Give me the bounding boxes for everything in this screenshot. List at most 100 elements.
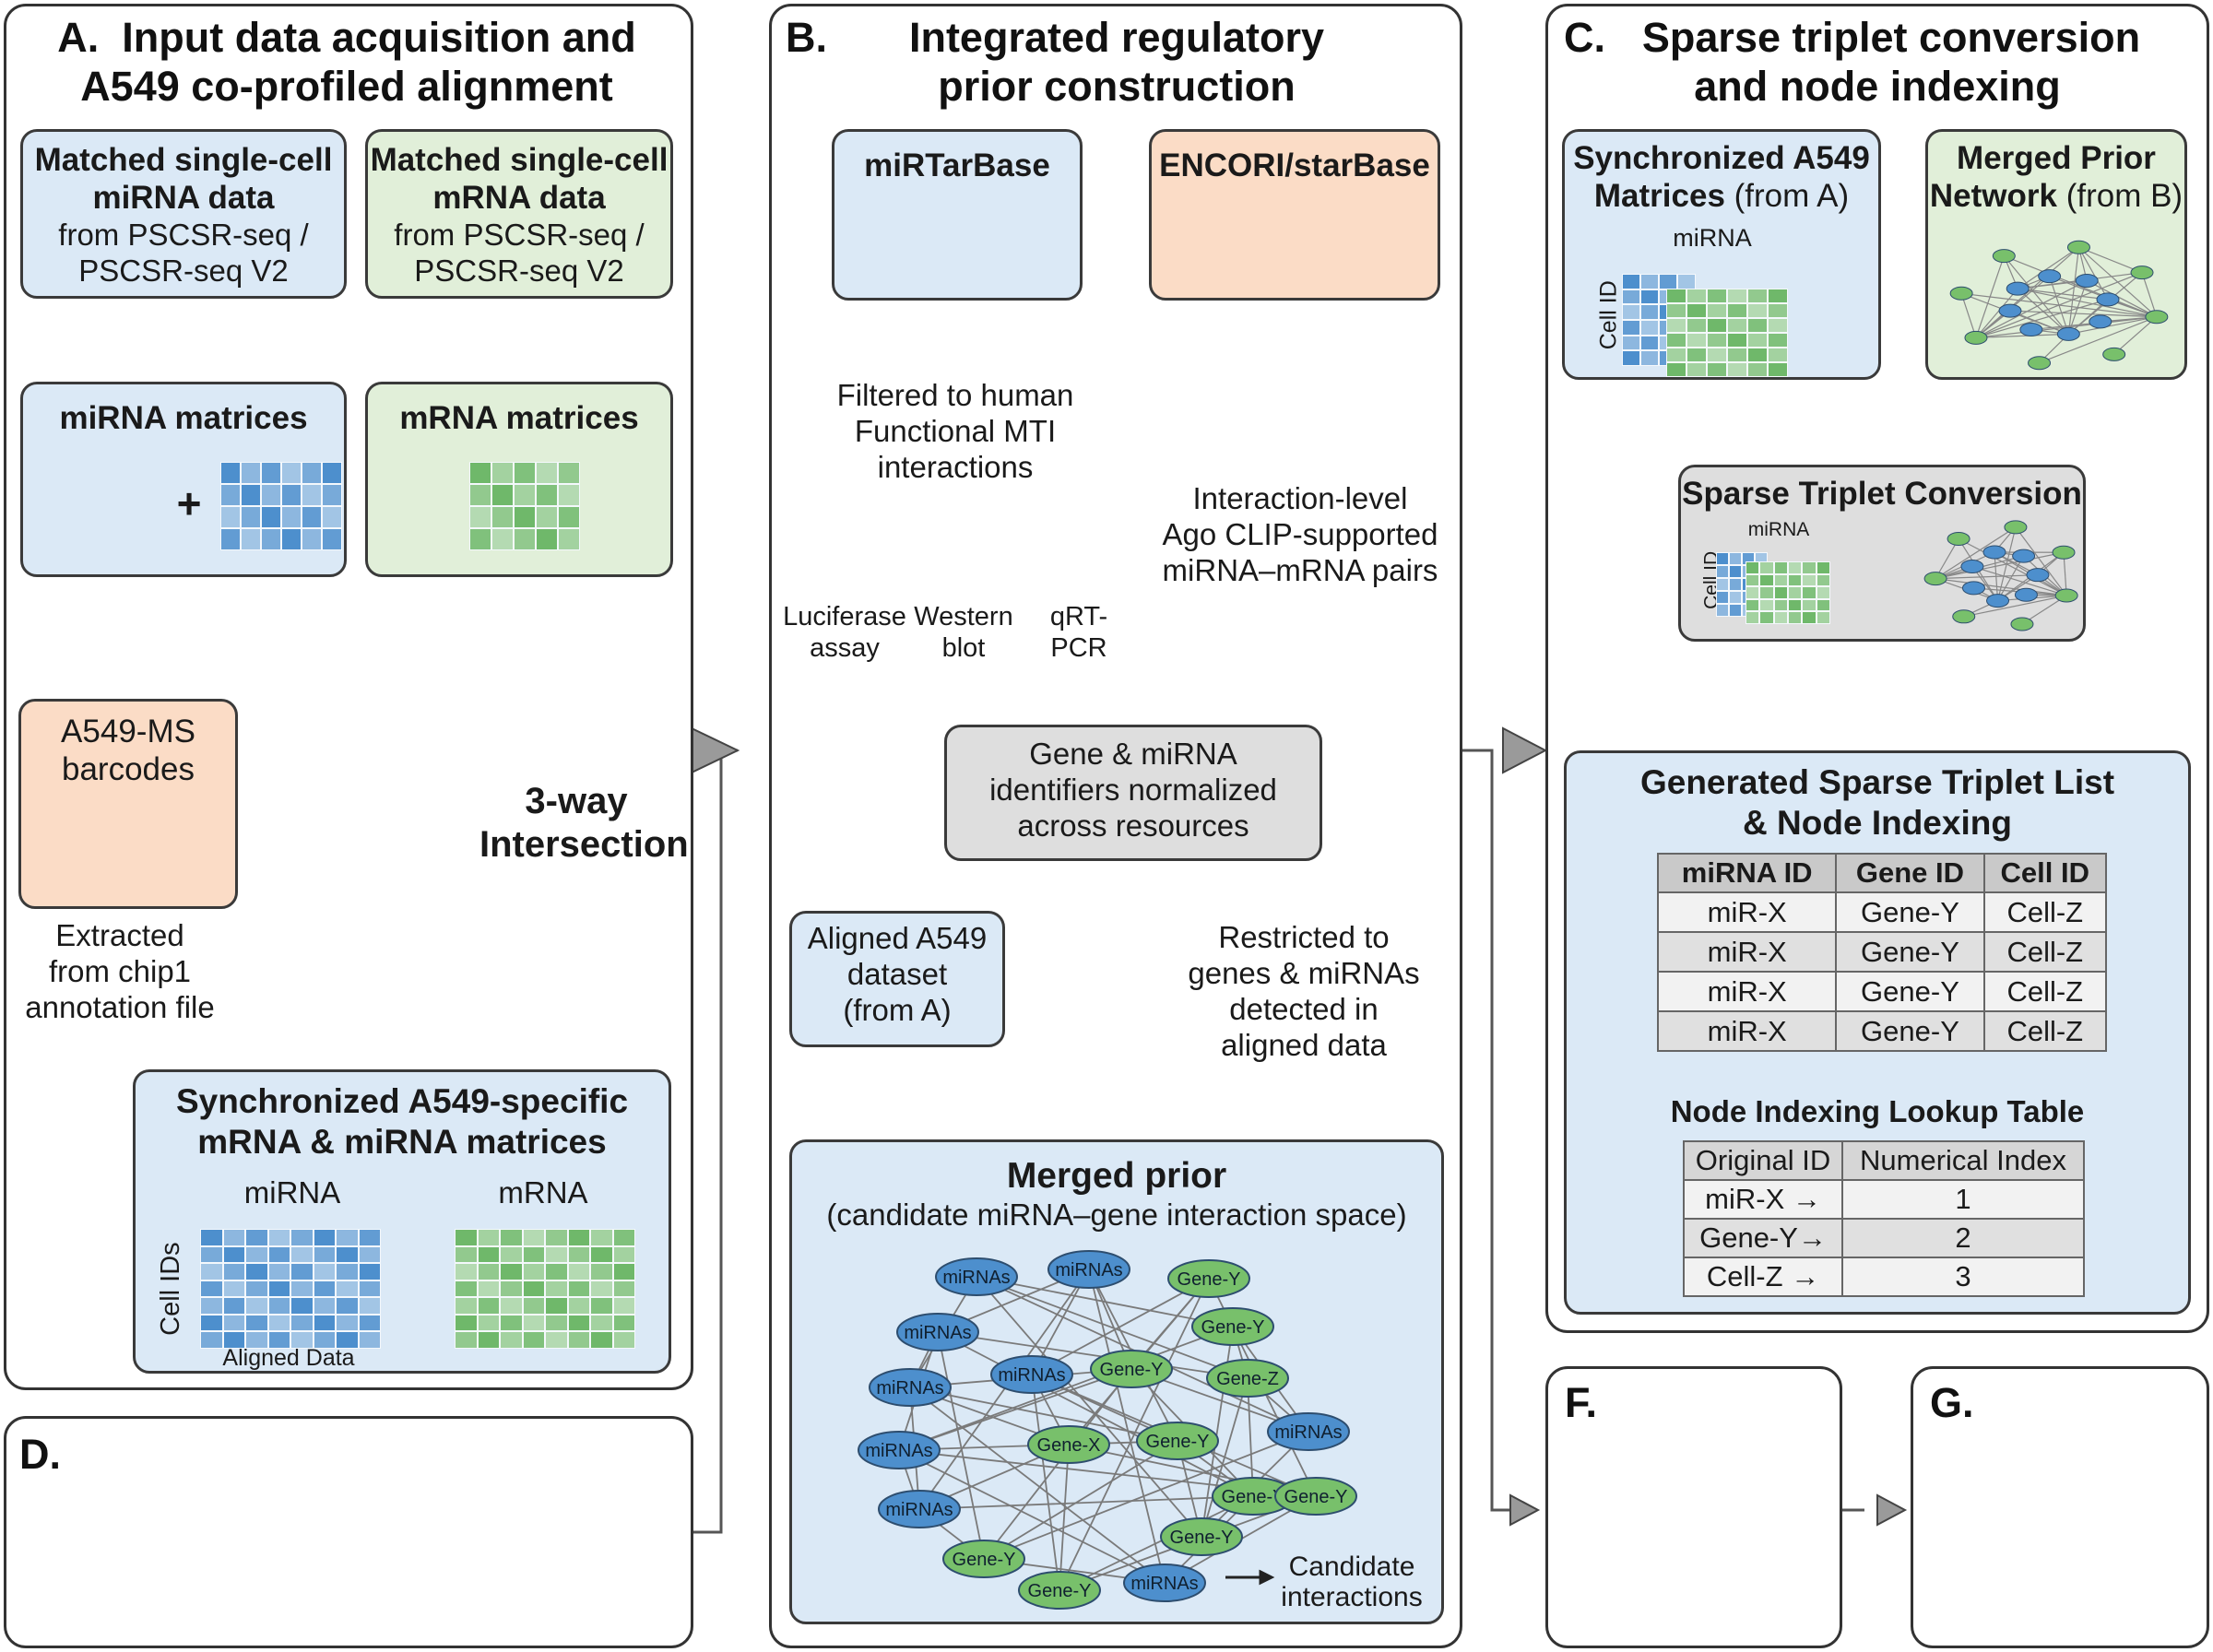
mini-network-edge — [2003, 255, 2069, 335]
mirna-node: miRNAs — [896, 1313, 979, 1351]
matrix-cell — [267, 1229, 290, 1246]
mini-network-edge — [2141, 272, 2158, 317]
matrix-cell — [222, 1263, 245, 1280]
aligned-l2: dataset — [846, 956, 948, 991]
mini-network-edge — [1963, 595, 2067, 618]
matrix-cell — [469, 484, 491, 506]
matrix-cell — [222, 1297, 245, 1315]
barcodes-l2: barcodes — [62, 751, 195, 788]
mirna-node: miRNAs — [858, 1431, 941, 1469]
matrix-cell — [267, 1263, 290, 1280]
table-row: miR-X Gene-Y Cell-Z — [1656, 971, 2108, 1012]
mirna-matrices-box: miRNA matrices + — [20, 382, 347, 577]
connector-arrowheads — [691, 726, 1908, 1527]
mini-network-node — [1964, 330, 1988, 345]
lookup-title: Node Indexing Lookup Table — [1670, 1094, 2085, 1128]
network-edge — [1031, 1278, 1210, 1375]
extracted-l2: from chip1 — [48, 953, 192, 988]
gene-node: Gene-Y — [1018, 1571, 1101, 1610]
mini-network-node — [2130, 266, 2154, 280]
matrix-cell — [290, 1314, 314, 1332]
mini-network-edge — [2017, 246, 2079, 289]
matrix-cell — [514, 528, 536, 550]
filtered-l3: interactions — [877, 449, 1034, 484]
matrix-cell — [455, 1229, 478, 1246]
mini-network-edge — [1935, 551, 2065, 580]
matrix-cell — [522, 1280, 545, 1298]
lookup-cell: Gene-Y→ — [1682, 1218, 1844, 1258]
matrix-cell — [1768, 348, 1788, 362]
matrix-cell — [567, 1314, 590, 1332]
extracted-label: Extracted from chip1 annotation file — [9, 918, 231, 1026]
triplet-cell: miR-X — [1656, 971, 1838, 1012]
mini-network-edge — [2078, 246, 2143, 274]
matrix-cell — [313, 1314, 336, 1332]
matrix-cell — [1659, 274, 1677, 289]
mini-network-node — [1992, 249, 2016, 264]
triplet-table: miRNA ID Gene ID Cell ID miR-X Gene-Y Ce… — [1656, 853, 2108, 1052]
matrix-cell — [590, 1245, 613, 1264]
restricted-label: Restricted to genes & miRNAs detected in… — [1184, 920, 1424, 1064]
matrix-cell — [469, 462, 491, 484]
matrix-cell — [1716, 591, 1729, 604]
matrix-cell — [1727, 348, 1747, 362]
gene-node: Gene-Y — [1212, 1477, 1295, 1516]
node-label: miRNAs — [904, 1323, 971, 1343]
extracted-l1: Extracted — [55, 918, 184, 952]
sync-a549-box: Synchronized A549 Matrices (from A) miRN… — [1562, 129, 1881, 380]
panel-b-letter: B. — [786, 14, 827, 61]
assay-luciferase-l2: assay — [810, 633, 880, 664]
node-label: Gene-Y — [1284, 1487, 1348, 1507]
mirna-data-l1: Matched single-cell — [34, 142, 333, 178]
restricted-l3: detected in — [1229, 991, 1379, 1026]
matrix-cell — [514, 484, 536, 506]
matrix-cell — [261, 528, 281, 550]
filtered-l1: Filtered to human — [836, 378, 1074, 412]
matrix-cell — [567, 1297, 590, 1315]
mini-network-node — [2028, 356, 2052, 371]
matrix-cell — [220, 528, 241, 550]
matrix-cell — [491, 528, 514, 550]
mini-network-edge — [2009, 310, 2157, 318]
matrix-cell — [1788, 611, 1803, 624]
mini-network-edge — [2063, 552, 2067, 596]
matrix-cell — [313, 1297, 336, 1315]
matrix-cell — [590, 1263, 613, 1280]
matrix-cell — [1677, 274, 1696, 289]
matrix-cell — [1729, 578, 1742, 591]
matrix-cell — [220, 506, 241, 528]
mirna-data-l2: miRNA data — [92, 180, 275, 217]
table-row: miR-X → 1 — [1682, 1179, 2085, 1220]
assay-qrtpcr-label: qRT- PCR — [1024, 601, 1134, 664]
matrix-cell — [267, 1331, 290, 1349]
network-edge — [976, 1276, 1249, 1379]
mini-network-edge — [2015, 526, 2067, 596]
matrix-cell — [612, 1229, 635, 1246]
mini-network-node — [1986, 594, 2010, 608]
assay-western-label: Western blot — [904, 601, 1024, 664]
mini-network-node — [2014, 587, 2038, 602]
matrix-cell — [1640, 289, 1659, 305]
matrix-cell — [1707, 333, 1727, 348]
matrix-cell — [200, 1263, 223, 1280]
mini-network-edge — [1975, 299, 2109, 338]
matrix-cell — [491, 462, 514, 484]
matrix-cell — [1759, 611, 1774, 624]
matrix-cell — [522, 1245, 545, 1264]
sparse-network-icon — [1923, 520, 2078, 631]
gene-node: Gene-Y — [1090, 1350, 1173, 1388]
matrix-cell — [1640, 320, 1659, 336]
mini-network-node — [1961, 581, 1985, 596]
sync-a549-green-grid — [1666, 289, 1788, 377]
matrix-cell — [1816, 561, 1830, 574]
matrix-cell — [1686, 289, 1707, 303]
matrix-cell — [1768, 333, 1788, 348]
network-edge — [918, 1495, 1254, 1510]
network-edge — [1059, 1495, 1254, 1591]
assay-qrtpcr-l2: PCR — [1050, 633, 1107, 664]
matrix-cell — [336, 1331, 359, 1349]
mini-network-node — [2145, 310, 2169, 324]
matrix-cell — [1746, 586, 1760, 599]
network-edge — [937, 1331, 1249, 1379]
